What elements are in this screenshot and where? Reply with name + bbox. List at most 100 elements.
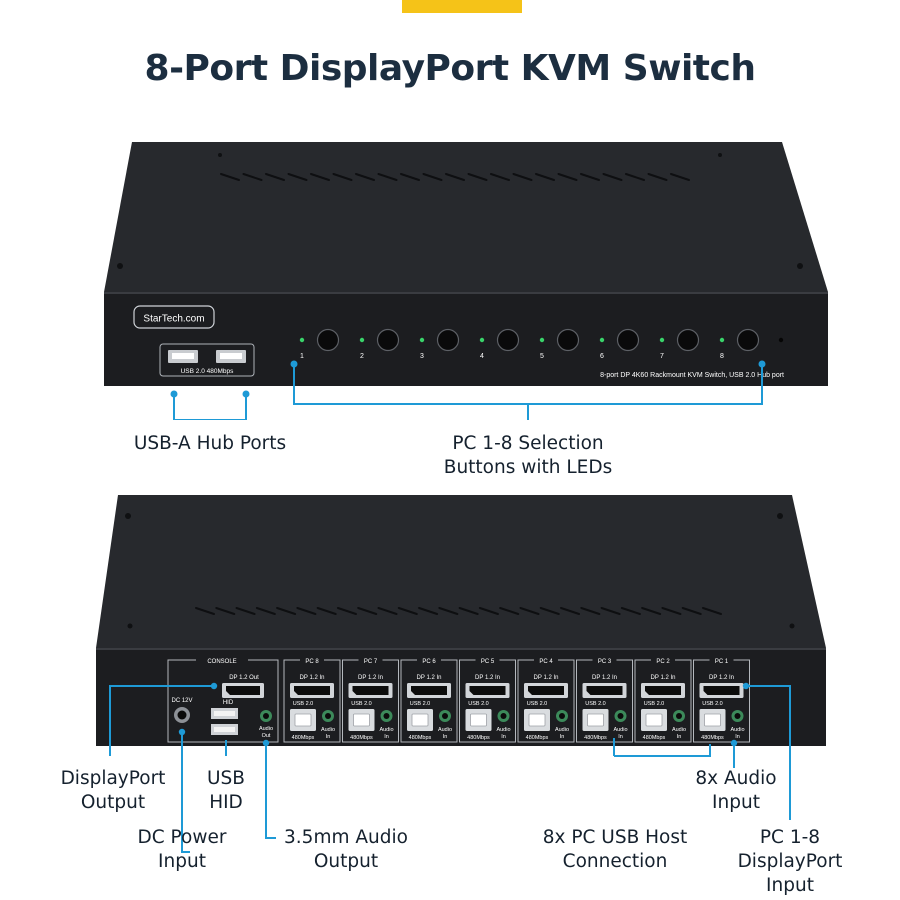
dp-out-label: DP 1.2 Out — [229, 675, 259, 681]
port-number: 3 — [420, 353, 424, 360]
selection-button — [556, 328, 580, 352]
svg-text:In: In — [735, 734, 740, 740]
vent-slot — [512, 173, 533, 181]
port-led — [479, 337, 485, 343]
label-usb-hid: USB HID — [207, 768, 245, 813]
dp-in-label: DP 1.2 In — [358, 675, 383, 681]
port-number: 7 — [660, 353, 664, 360]
port-led — [419, 337, 425, 343]
vent-slot — [355, 173, 375, 181]
vent-slot — [316, 607, 337, 615]
svg-text:In: In — [501, 734, 506, 740]
vent-slot — [519, 607, 540, 615]
port-led — [299, 337, 305, 343]
usb-speed-label: 480Mbps — [701, 735, 724, 741]
vent-slot — [242, 173, 263, 181]
vent-slot — [661, 607, 682, 615]
console-label: CONSOLE — [207, 659, 236, 665]
port-led — [359, 337, 365, 343]
callout-dot — [730, 739, 738, 747]
vent-slot — [580, 607, 601, 615]
port-led — [539, 337, 545, 343]
pc-port-name: PC 8 — [305, 659, 319, 665]
label-selection-buttons: PC 1-8 Selection Buttons with LEDs — [443, 433, 613, 478]
rear-top-surface — [96, 495, 826, 648]
dc-label: DC 12V — [171, 698, 192, 704]
vent-slot — [602, 173, 623, 181]
usb-label: USB 2.0 — [410, 701, 430, 707]
vent-slot — [490, 173, 510, 181]
page-title: 8-Port DisplayPort KVM Switch — [144, 48, 756, 89]
audio-in-label: Audio — [496, 727, 510, 733]
vent-slot — [478, 607, 499, 615]
front-top-surface — [104, 142, 828, 292]
vent-slot — [499, 607, 520, 615]
pc-port-name: PC 7 — [364, 659, 378, 665]
svg-text:Out: Out — [262, 733, 271, 739]
pc-port-name: PC 2 — [656, 659, 670, 665]
dp-in-label: DP 1.2 In — [475, 675, 500, 681]
screw — [797, 263, 803, 269]
vent-slot — [310, 173, 330, 181]
vent-slot — [287, 173, 308, 181]
callout-dot — [742, 682, 750, 690]
vent-slot — [377, 607, 398, 615]
dp-in-label: DP 1.2 In — [651, 675, 676, 681]
brand-logo-frame — [133, 305, 215, 329]
selection-button — [676, 328, 700, 352]
audio-in-label: Audio — [672, 727, 686, 733]
audio-in-label: Audio — [730, 727, 744, 733]
svg-text:In: In — [443, 734, 448, 740]
port-number: 4 — [480, 353, 484, 360]
selection-button — [376, 328, 400, 352]
vent-slot — [702, 607, 722, 615]
svg-text:In: In — [677, 734, 682, 740]
usb-speed-label: 480Mbps — [350, 735, 373, 741]
screw — [125, 513, 131, 519]
vent-slot — [539, 607, 560, 615]
selection-button — [436, 328, 460, 352]
label-dc-power: DC Power Input — [137, 827, 227, 872]
port-led — [599, 337, 605, 343]
rear-callout-lines — [109, 685, 791, 853]
vent-slot — [681, 607, 702, 615]
vent-slot — [625, 173, 645, 181]
selection-button — [316, 328, 340, 352]
port-number: 2 — [360, 353, 364, 360]
usb-label: USB 2.0 — [585, 701, 605, 707]
callout-dot — [262, 739, 270, 747]
hid-label: HID — [223, 700, 234, 706]
vent-slot — [535, 173, 555, 181]
usb-speed-label: 480Mbps — [467, 735, 490, 741]
usb-label: USB 2.0 — [527, 701, 547, 707]
port-led — [659, 337, 665, 343]
vent-slot — [438, 607, 459, 615]
callout-dot — [290, 360, 298, 368]
svg-text:In: In — [560, 734, 565, 740]
usb-hub-label: USB 2.0 480Mbps — [181, 368, 235, 375]
audio-in-label: Audio — [613, 727, 627, 733]
front-face — [104, 292, 828, 386]
vent-slot — [557, 173, 578, 181]
ir-sensor — [778, 337, 784, 343]
usb-speed-label: 480Mbps — [643, 735, 666, 741]
audio-in-label: Audio — [379, 727, 393, 733]
vent-slot — [467, 173, 488, 181]
audio-in-label: Audio — [438, 727, 452, 733]
accent-bar — [402, 0, 522, 13]
svg-text:In: In — [326, 734, 331, 740]
vent-slot — [296, 607, 317, 615]
pc-port-name: PC 3 — [598, 659, 612, 665]
vent-slot — [377, 173, 398, 181]
usb-speed-label: 480Mbps — [409, 735, 432, 741]
vent-slot — [647, 173, 668, 181]
